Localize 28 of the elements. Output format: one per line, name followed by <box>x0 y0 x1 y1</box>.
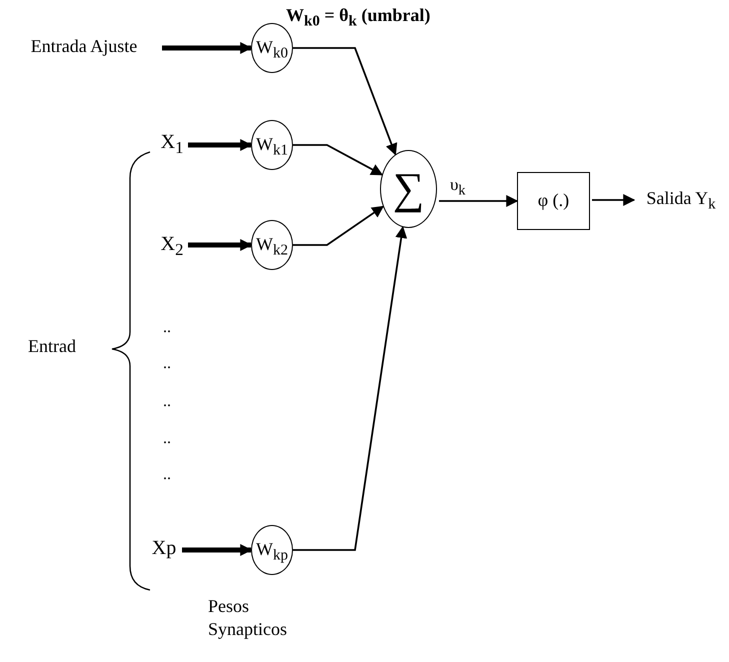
arrow <box>188 239 252 251</box>
inputs-label: Entrad <box>28 335 76 358</box>
ellipsis-dots: .. <box>163 465 171 485</box>
weight-circle: W$_{k1}$ <box>251 120 293 170</box>
arrow <box>592 194 636 206</box>
ellipsis-dots: .. <box>163 392 171 412</box>
output-label: Salida Y$_{k}$ <box>634 186 728 214</box>
activation-box: φ (.) <box>517 172 590 230</box>
ellipsis-dots: .. <box>163 354 171 374</box>
arrow <box>293 144 384 176</box>
input-label: X$_{1}$ <box>158 130 186 158</box>
arrow <box>188 139 252 151</box>
arrow <box>293 47 398 156</box>
summation-circle: ∑ <box>380 150 437 228</box>
arrow <box>439 195 518 207</box>
weight-circle: W$_{k0}$ <box>251 23 293 73</box>
input-label: Entrada Ajuste <box>8 36 160 60</box>
arrow <box>182 544 252 556</box>
weight-circle: W$_{k2}$ <box>251 220 293 270</box>
arrow <box>293 206 384 246</box>
weights-label: Pesos Synapticos <box>208 595 288 642</box>
arrow <box>162 42 252 54</box>
ellipsis-dots: .. <box>163 318 171 338</box>
weight-circle: W$_{kp}$ <box>251 525 293 575</box>
ellipsis-dots: .. <box>163 429 171 449</box>
input-label: X$_{2}$ <box>158 232 186 260</box>
input-label: Xp <box>148 536 180 564</box>
arrow <box>293 226 408 551</box>
